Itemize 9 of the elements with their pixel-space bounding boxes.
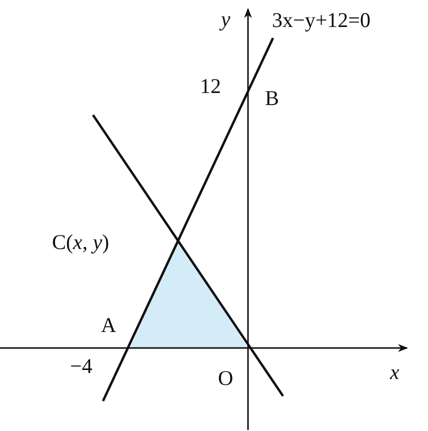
point-label: A: [101, 315, 116, 336]
axis-label: y: [221, 9, 230, 30]
tick-label: −4: [70, 356, 92, 377]
tick-label: 12: [200, 76, 221, 97]
point-label: C(x, y): [52, 232, 110, 253]
origin-label: O: [218, 368, 234, 389]
axis-label: x: [390, 362, 400, 383]
point-label: B: [265, 88, 280, 109]
line-equation: 3x−y+12=0: [272, 10, 371, 31]
